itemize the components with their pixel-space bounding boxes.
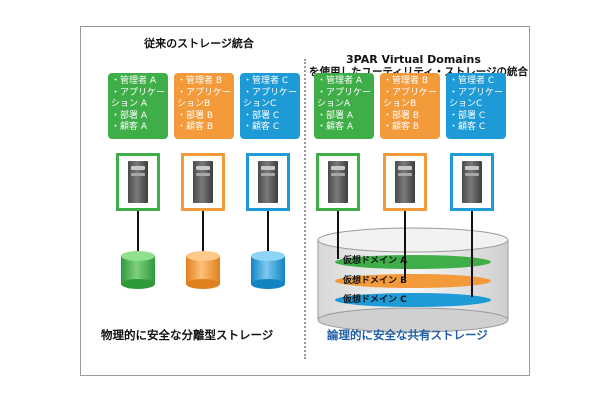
- card-line: ションB: [177, 99, 211, 109]
- section-divider: [304, 59, 306, 359]
- domain-label-a: 仮想ドメイン A: [343, 256, 408, 266]
- domain-label-c: 仮想ドメイン C: [343, 295, 407, 305]
- card-line: ションC: [243, 99, 277, 109]
- card-line: ・部署 B: [177, 110, 214, 121]
- diagram-frame: 従来のストレージ統合 3PAR Virtual Domains を使用したユーテ…: [80, 26, 530, 376]
- card-line: ・管理者 B: [383, 76, 429, 86]
- right-card-b: ・管理者 B・アプリケー ションB・部署 B・顧客 B: [380, 73, 440, 139]
- card-line: ションA: [317, 99, 351, 109]
- right-card-c: ・管理者 C・アプリケー ションC・部署 C・顧客 C: [446, 73, 506, 139]
- card-line: ・顧客 B: [177, 122, 214, 132]
- storage-graphics: [121, 211, 509, 333]
- right-card-a: ・管理者 A・アプリケー ションA・部署 A・顧客 A: [314, 73, 374, 139]
- server-icon: [450, 153, 494, 211]
- card-line: ・管理者 C: [243, 76, 289, 86]
- right-bottom-title: 論理的に安全な共有ストレージ: [327, 328, 488, 342]
- storage-cylinder-icon: [121, 251, 155, 289]
- card-line: ・顧客 B: [383, 122, 420, 132]
- card-line: ・アプリケー: [317, 87, 372, 98]
- card-line: ・部署 B: [383, 110, 420, 121]
- card-line: ・管理者 A: [317, 76, 363, 86]
- card-line: ・顧客 C: [243, 122, 280, 132]
- card-line: ・アプリケー: [449, 87, 504, 98]
- card-line: ・部署 C: [243, 110, 280, 121]
- card-line: ・管理者 C: [449, 76, 495, 86]
- card-line: ・部署 A: [317, 110, 354, 121]
- card-line: ・部署 C: [449, 110, 486, 121]
- card-line: ・顧客 A: [317, 122, 354, 132]
- card-line: ション A: [111, 99, 148, 109]
- left-card-a: ・管理者 A・アプリケー ション A・部署 A・顧客 A: [108, 73, 168, 139]
- right-title-line1: 3PAR Virtual Domains: [346, 53, 481, 66]
- card-line: ションC: [449, 99, 483, 109]
- card-line: ・顧客 A: [111, 122, 148, 132]
- card-line: ・アプリケー: [383, 87, 438, 98]
- server-icon: [246, 153, 290, 211]
- left-card-b: ・管理者 B・アプリケー ションB・部署 B・顧客 B: [174, 73, 234, 139]
- card-line: ・部署 A: [111, 110, 148, 121]
- card-line: ・アプリケー: [243, 87, 298, 98]
- left-title: 従来のストレージ統合: [144, 37, 254, 50]
- storage-cylinder-icon: [251, 251, 285, 289]
- card-line: ・管理者 B: [177, 76, 223, 86]
- server-icon: [316, 153, 360, 211]
- card-line: ・アプリケー: [177, 87, 232, 98]
- server-icon: [181, 153, 225, 211]
- domain-label-b: 仮想ドメイン B: [343, 276, 408, 286]
- server-icon: [116, 153, 160, 211]
- card-line: ・アプリケー: [111, 87, 166, 98]
- left-bottom-title: 物理的に安全な分離型ストレージ: [101, 328, 274, 342]
- storage-cylinder-icon: [186, 251, 220, 289]
- card-line: ・管理者 A: [111, 76, 157, 86]
- left-card-c: ・管理者 C・アプリケー ションC・部署 C・顧客 C: [240, 73, 300, 139]
- card-line: ・顧客 C: [449, 122, 486, 132]
- card-line: ションB: [383, 99, 417, 109]
- server-icon: [383, 153, 427, 211]
